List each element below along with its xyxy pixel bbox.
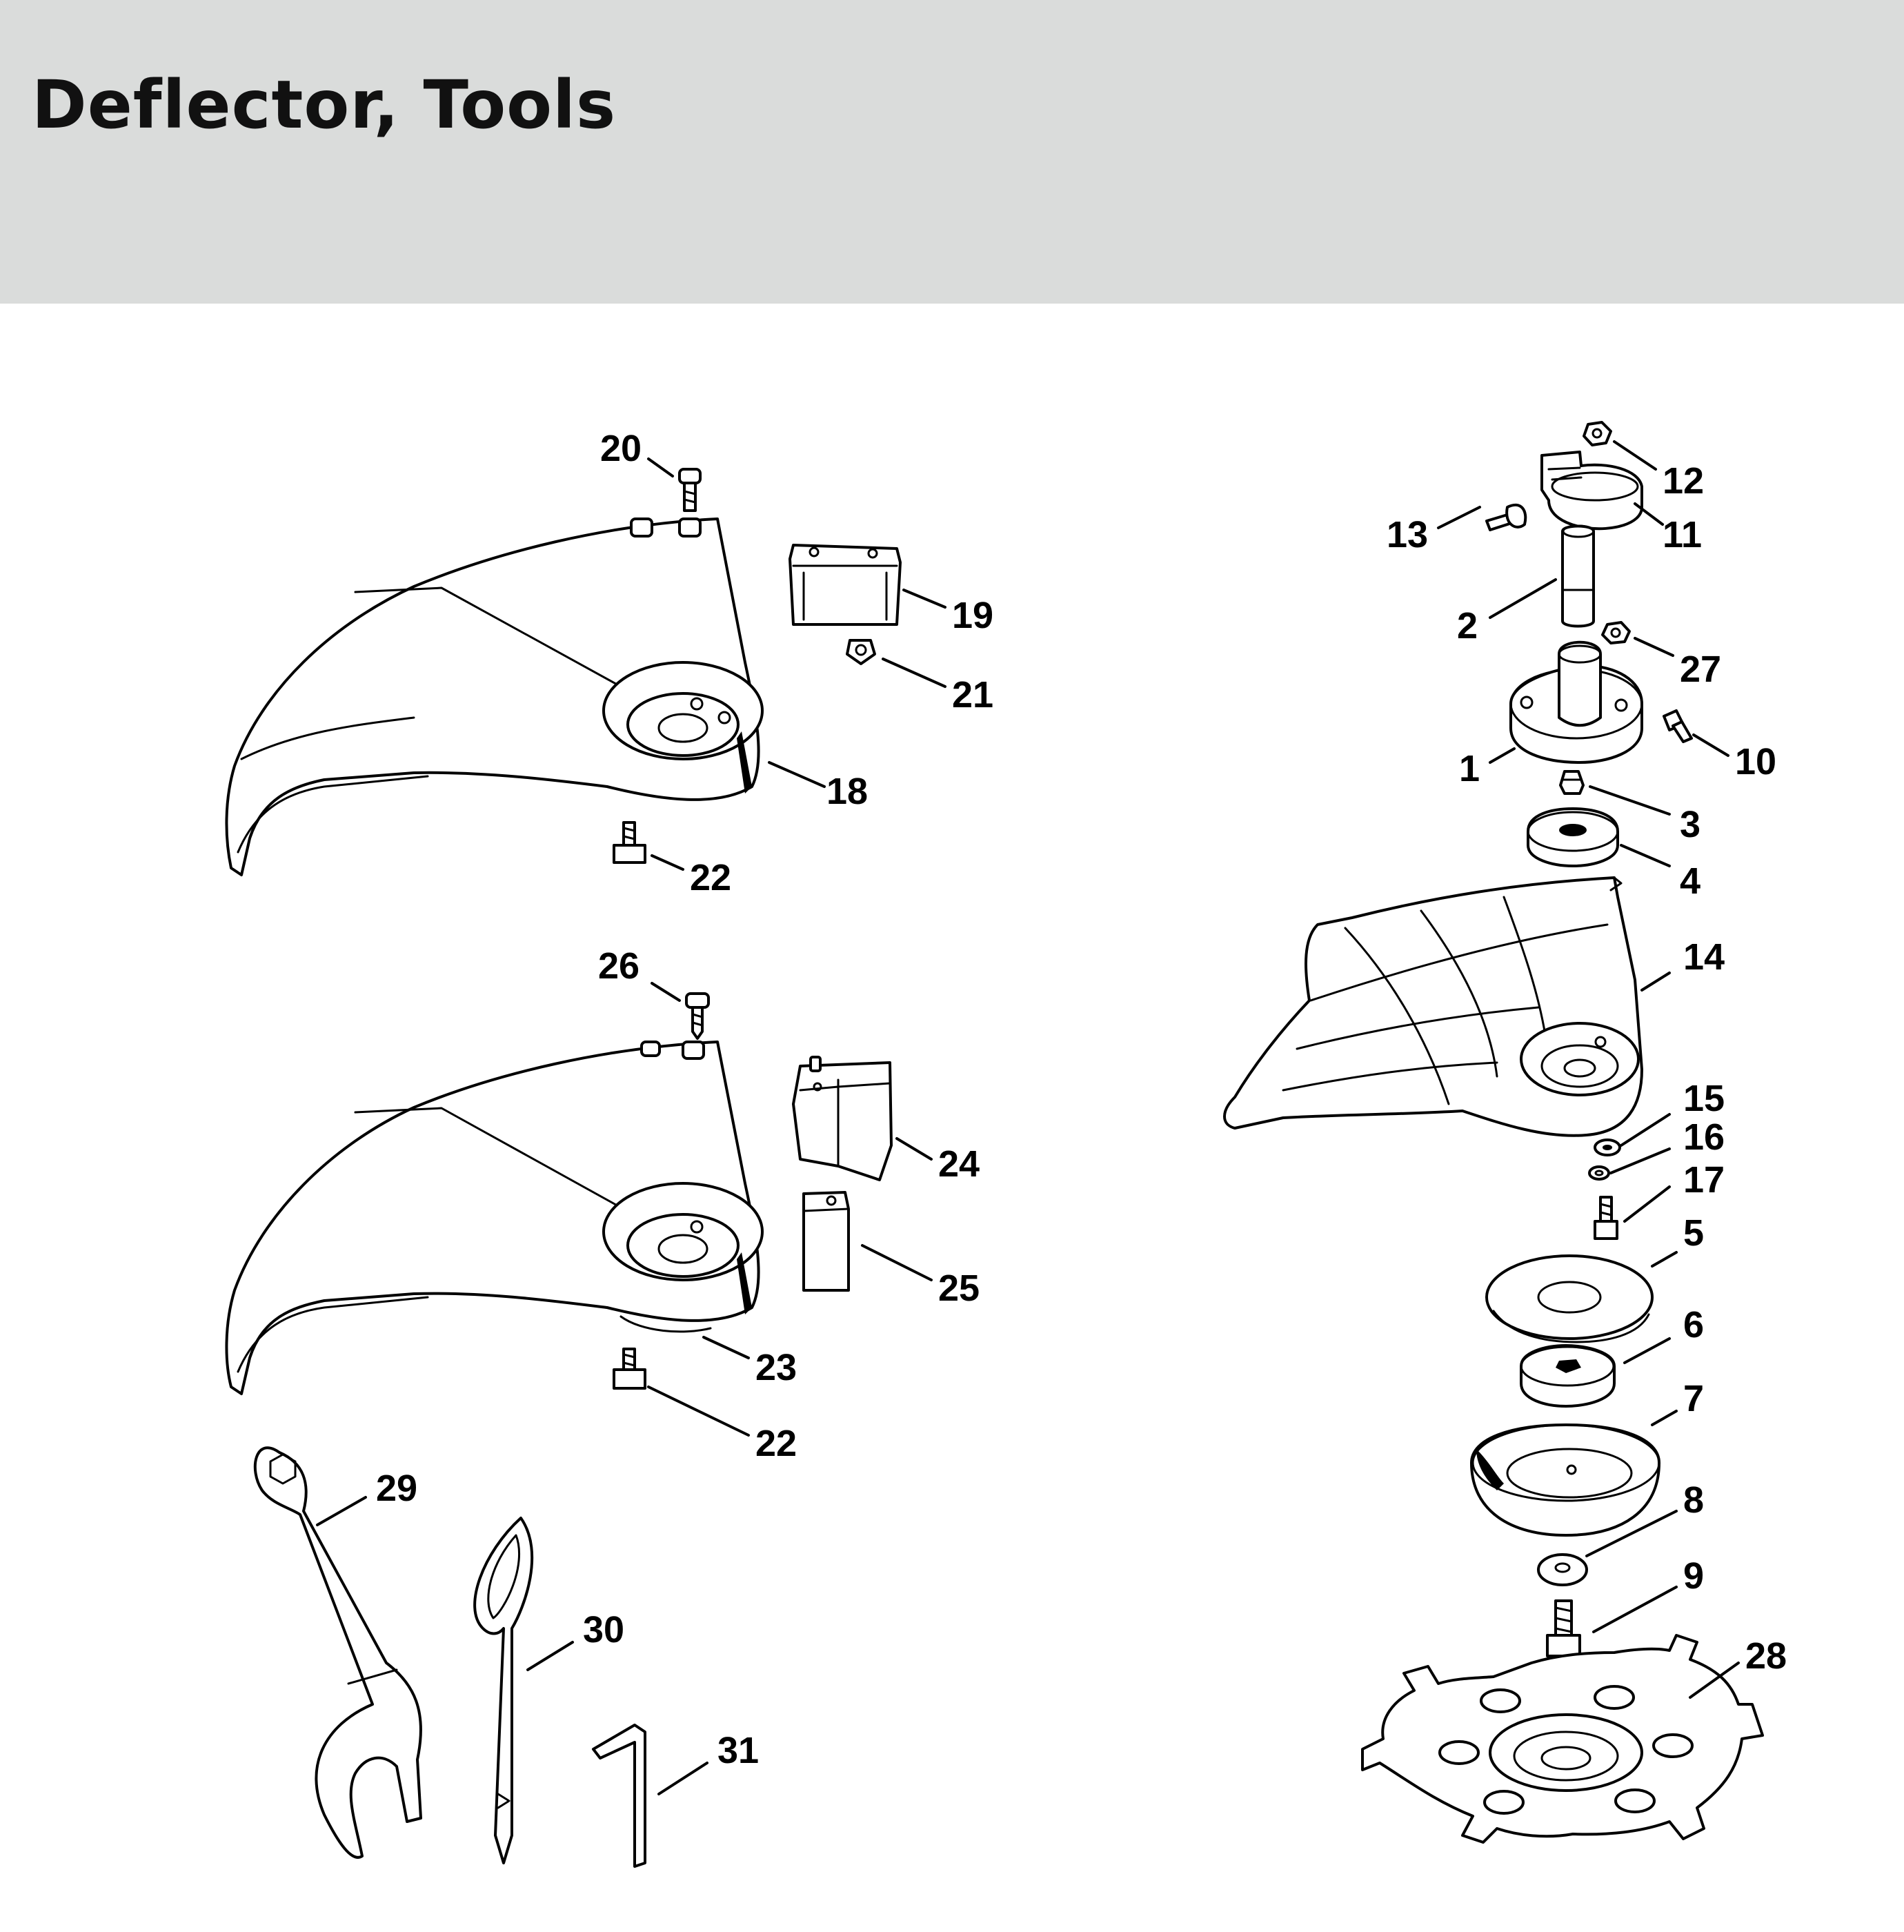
callout-16: 16 (1683, 1116, 1725, 1158)
screw-10 (1663, 709, 1693, 743)
shaft-2 (1561, 524, 1595, 628)
header-banner: Deflector, Tools (0, 0, 1904, 304)
callout-30: 30 (583, 1609, 624, 1650)
clamp-11 (1540, 451, 1643, 531)
callout-28: 28 (1745, 1635, 1787, 1677)
deflector-18 (225, 518, 764, 876)
hex-key-31 (592, 1724, 646, 1868)
nut-6 (1520, 1344, 1616, 1408)
nut-12 (1583, 421, 1612, 446)
exploded-parts-diagram: 20 19 21 18 22 26 24 25 23 22 29 30 31 1… (225, 421, 1787, 1868)
washer-16 (1588, 1165, 1610, 1181)
hub-1 (1509, 640, 1643, 764)
nut-21 (846, 639, 876, 665)
deflector-14 (1223, 876, 1643, 1137)
callout-3: 3 (1680, 804, 1700, 845)
callout-22-lower: 22 (755, 1423, 797, 1464)
callout-4: 4 (1680, 860, 1700, 902)
leader-lines (316, 440, 1740, 1795)
callout-17: 17 (1683, 1159, 1725, 1201)
callout-7: 7 (1683, 1378, 1704, 1419)
washer-8 (1537, 1553, 1588, 1586)
callout-15: 15 (1683, 1078, 1725, 1119)
callout-12: 12 (1663, 460, 1704, 502)
callout-8: 8 (1683, 1479, 1704, 1521)
blade-28 (1361, 1634, 1764, 1844)
pin-tool-30 (473, 1517, 534, 1864)
callout-1: 1 (1459, 748, 1480, 789)
screw-20 (678, 468, 702, 512)
callout-31: 31 (717, 1730, 759, 1771)
screw-22-upper (613, 821, 646, 864)
page-title: Deflector, Tools (32, 66, 617, 144)
callout-2: 2 (1457, 605, 1478, 647)
washer-15 (1594, 1138, 1621, 1156)
block-25 (802, 1191, 850, 1292)
screw-17 (1594, 1196, 1618, 1240)
callout-22-upper: 22 (690, 857, 731, 898)
screw-9 (1546, 1599, 1581, 1657)
screw-22-lower (613, 1348, 646, 1390)
callout-9: 9 (1683, 1555, 1704, 1597)
callout-23: 23 (755, 1347, 797, 1388)
callout-labels: 20 19 21 18 22 26 24 25 23 22 29 30 31 1… (376, 428, 1787, 1771)
callout-29: 29 (376, 1468, 417, 1509)
nut-27 (1601, 621, 1631, 644)
callout-25: 25 (938, 1268, 980, 1309)
callout-13: 13 (1387, 514, 1428, 555)
wrench-29 (253, 1446, 422, 1859)
insert-3 (1559, 770, 1585, 795)
callout-6: 6 (1683, 1304, 1704, 1346)
callout-14: 14 (1683, 936, 1725, 978)
callout-24: 24 (938, 1143, 980, 1185)
deflector-23 (225, 1041, 764, 1395)
callout-21: 21 (952, 674, 993, 716)
callout-27: 27 (1680, 649, 1721, 690)
screw-26 (685, 992, 710, 1040)
cup-7 (1470, 1423, 1660, 1537)
callout-10: 10 (1735, 741, 1776, 782)
clip-19 (789, 544, 902, 626)
plate-5 (1485, 1254, 1654, 1343)
callout-18: 18 (826, 771, 868, 812)
guard-24 (792, 1056, 893, 1181)
callout-19: 19 (952, 595, 993, 636)
callout-26: 26 (598, 945, 639, 987)
callout-11: 11 (1663, 514, 1702, 555)
callout-20: 20 (600, 428, 642, 469)
disc-4 (1527, 807, 1619, 867)
callout-5: 5 (1683, 1212, 1704, 1254)
screw-13 (1485, 503, 1527, 531)
